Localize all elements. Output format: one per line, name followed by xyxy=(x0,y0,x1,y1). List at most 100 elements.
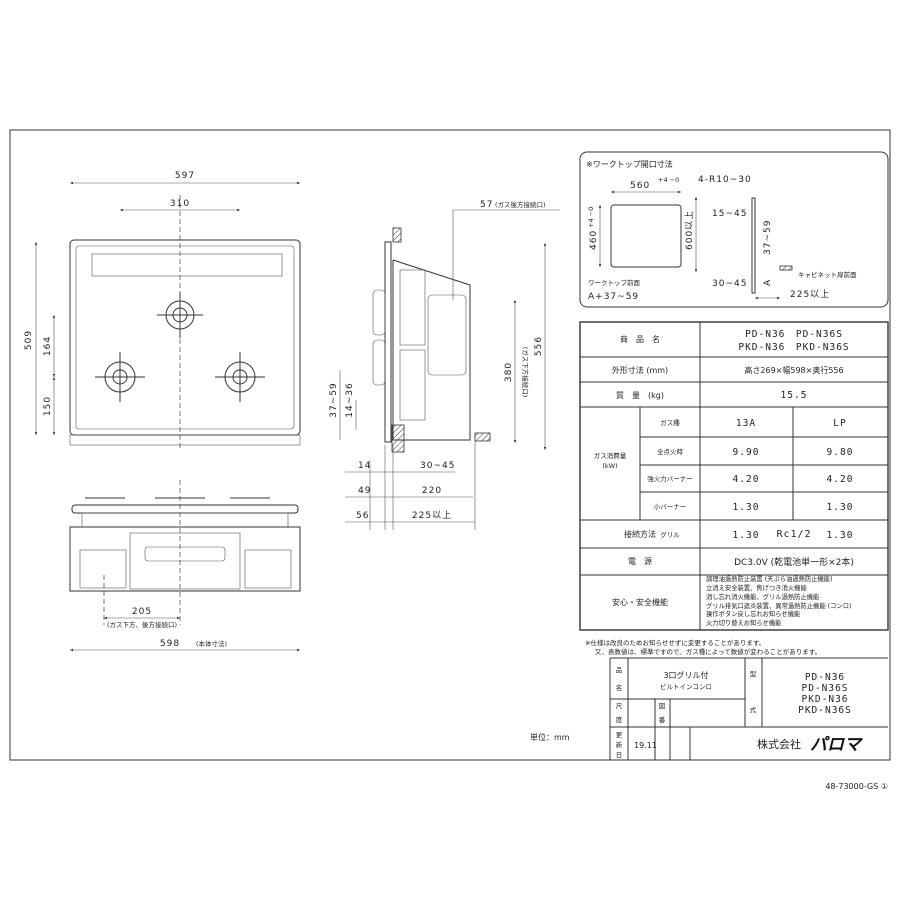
worktop-225: 225以上 xyxy=(790,289,830,300)
dim-310: 310 xyxy=(170,199,190,209)
spec-mass-label: 質 量 (kg) xyxy=(616,390,664,400)
spec-safety-label: 安心・安全機能 xyxy=(612,598,668,607)
burner-left xyxy=(95,352,145,402)
worktop-title: ※ワークトップ開口寸法 xyxy=(586,159,673,169)
dim-14-36: 14~36 xyxy=(345,382,355,417)
label-mei: 名 xyxy=(616,683,623,692)
label-shaku: 尺 xyxy=(616,702,623,710)
dim-30-45: 30~45 xyxy=(420,461,455,471)
spec-mass-value: 15.5 xyxy=(781,390,808,401)
dim-509: 509 xyxy=(24,330,34,350)
label-zu: 図 xyxy=(659,702,666,710)
model: PKD-N36 xyxy=(801,694,848,705)
note-line: ※仕様は改良のためお知らせせずに変更することがあります。 xyxy=(585,638,765,647)
worktop-30-45: 30~45 xyxy=(712,279,747,289)
spec-product-line2: PKD-N36 PKD-N36S xyxy=(738,342,849,353)
unit-label: 単位：mm xyxy=(530,732,570,742)
label-bi: 日 xyxy=(616,751,623,759)
worktop-cutout-diagram: ※ワークトップ開口寸法 560 +4 −0 4-R10~30 460 +4 −0… xyxy=(579,151,889,308)
notes: ※仕様は改良のためお知らせせずに変更することがあります。 又、表数値は、標準です… xyxy=(585,638,821,656)
dim-49: 49 xyxy=(358,486,371,496)
spec-size-label: 外形寸法 (mm) xyxy=(612,365,668,375)
worktop-height: 460 xyxy=(589,230,599,250)
dim-556: 556 xyxy=(534,336,544,356)
worktop-height-tol: +4 −0 xyxy=(587,207,595,228)
dim-205: 205 xyxy=(132,607,152,617)
dim-14: 14 xyxy=(358,461,371,471)
svg-text:4.20: 4.20 xyxy=(827,474,854,485)
spec-power-value: DC3.0V (乾電池単一形×2本) xyxy=(734,558,854,568)
dim-37-59: 37~59 xyxy=(329,382,339,417)
title-block: 品 名 3口グリル付 ビルトインコンロ 型 式 PD-N36 PD-N36S P… xyxy=(609,657,888,791)
dim-225: 225以上 xyxy=(412,510,452,521)
label-shiki: 式 xyxy=(750,705,757,714)
worktop-width-tol: +4 −0 xyxy=(658,176,679,184)
svg-text:1.30: 1.30 xyxy=(827,530,854,541)
spec-conn-label: 接続方法 xyxy=(624,529,656,539)
dim-598-note: (本体寸法) xyxy=(196,639,227,648)
spec-lower-rows: 接続方法 Rc1/2 電 源 DC3.0V (乾電池単一形×2本) 安心・安全機… xyxy=(580,520,888,630)
svg-text:強火力バーナー: 強火力バーナー xyxy=(647,474,693,483)
label-ban: 番 xyxy=(659,716,666,724)
svg-text:小バーナー: 小バーナー xyxy=(654,502,687,511)
worktop-a-offset: A+37~59 xyxy=(588,292,639,302)
worktop-front-label: ワークトップ前面 xyxy=(588,278,641,287)
dim-597: 597 xyxy=(175,171,195,181)
spec-size-value: 高さ269×幅598×奥行556 xyxy=(744,365,843,375)
safety-item: 消し忘れ消火機能、グリル過熱防止機能 xyxy=(706,593,820,601)
dim-380: 380 xyxy=(504,362,514,382)
svg-text:9.80: 9.80 xyxy=(827,447,854,458)
svg-text:ガス種: ガス種 xyxy=(660,418,680,427)
dim-598: 598 xyxy=(160,639,180,649)
svg-text:LP: LP xyxy=(833,418,846,429)
worktop-depth: 600以上 xyxy=(684,210,695,250)
dim-205-note: (ガス下方、後方接続口) xyxy=(107,620,177,629)
spec-gas-unit: (kW) xyxy=(602,462,617,470)
model: PKD-N36S xyxy=(798,705,852,716)
safety-item: 操作ボタン戻し忘れお知らせ機能 xyxy=(706,611,801,619)
gas-row: 全点火時 9.90 9.80 xyxy=(657,447,854,458)
safety-item: グリル排気口遮炎装置、異常過熱防止機能 (コンロ) xyxy=(706,602,852,610)
worktop-37-59: 37~59 xyxy=(763,220,773,255)
spec-safety-row: 安心・安全機能 調理油過熱防止装置 (天ぷら油過熱防止機能) 立消え安全装置、焦… xyxy=(580,575,888,630)
spec-power-row: 電 源 DC3.0V (乾電池単一形×2本) xyxy=(580,548,888,575)
svg-text:1.30: 1.30 xyxy=(733,530,760,541)
svg-text:9.90: 9.90 xyxy=(733,447,760,458)
model: PD-N36 xyxy=(805,672,845,683)
safety-item: 立消え安全装置、焦げつき消火機能 xyxy=(706,584,807,592)
dim-220: 220 xyxy=(422,486,442,496)
cabinet-door-label: キャビネット扉前面 xyxy=(798,270,857,279)
product-name-1: 3口グリル付 xyxy=(663,670,708,680)
spec-gas-label: ガス消費量 xyxy=(594,451,627,460)
model: PD-N36S xyxy=(801,683,848,694)
svg-text:4.20: 4.20 xyxy=(733,474,760,485)
label-shin: 新 xyxy=(616,740,623,749)
svg-text:13A: 13A xyxy=(736,418,756,429)
svg-text:1.30: 1.30 xyxy=(733,502,760,513)
gas-row: 強火力バーナー 4.20 4.20 xyxy=(647,474,854,485)
worktop-15-45: 15~45 xyxy=(712,209,747,219)
side-view: 57 (ガス後方接続口) 556 380 (ガス下方接続口) 37~59 14~… xyxy=(329,200,560,530)
spec-table: 商 品 名 PD-N36 PD-N36S PKD-N36 PKD-N36S 外形… xyxy=(579,321,889,631)
burner-right xyxy=(215,352,265,402)
label-kata: 型 xyxy=(750,669,757,678)
worktop-radius: 4-R10~30 xyxy=(698,175,752,185)
drawing-frame xyxy=(9,129,891,761)
gas-row: ガス種 13A LP xyxy=(660,418,846,429)
label-do: 度 xyxy=(616,715,623,724)
dim-56: 56 xyxy=(356,511,369,521)
front-view: 205 (ガス下方、後方接続口) 598 (本体寸法) xyxy=(69,480,301,652)
safety-item: 火力切り替えお知らせ機能 xyxy=(706,620,782,628)
company-prefix: 株式会社 xyxy=(757,737,801,751)
dim-57: 57 xyxy=(480,200,493,210)
document-number: 48-73000-GS ① xyxy=(825,782,888,791)
top-view: 597 310 509 164 150 xyxy=(24,171,301,450)
dim-150: 150 xyxy=(43,396,53,416)
dim-164: 164 xyxy=(43,336,53,356)
worktop-a: A xyxy=(763,279,773,286)
svg-text:全点火時: 全点火時 xyxy=(657,447,684,456)
spec-power-label: 電 源 xyxy=(628,557,652,566)
